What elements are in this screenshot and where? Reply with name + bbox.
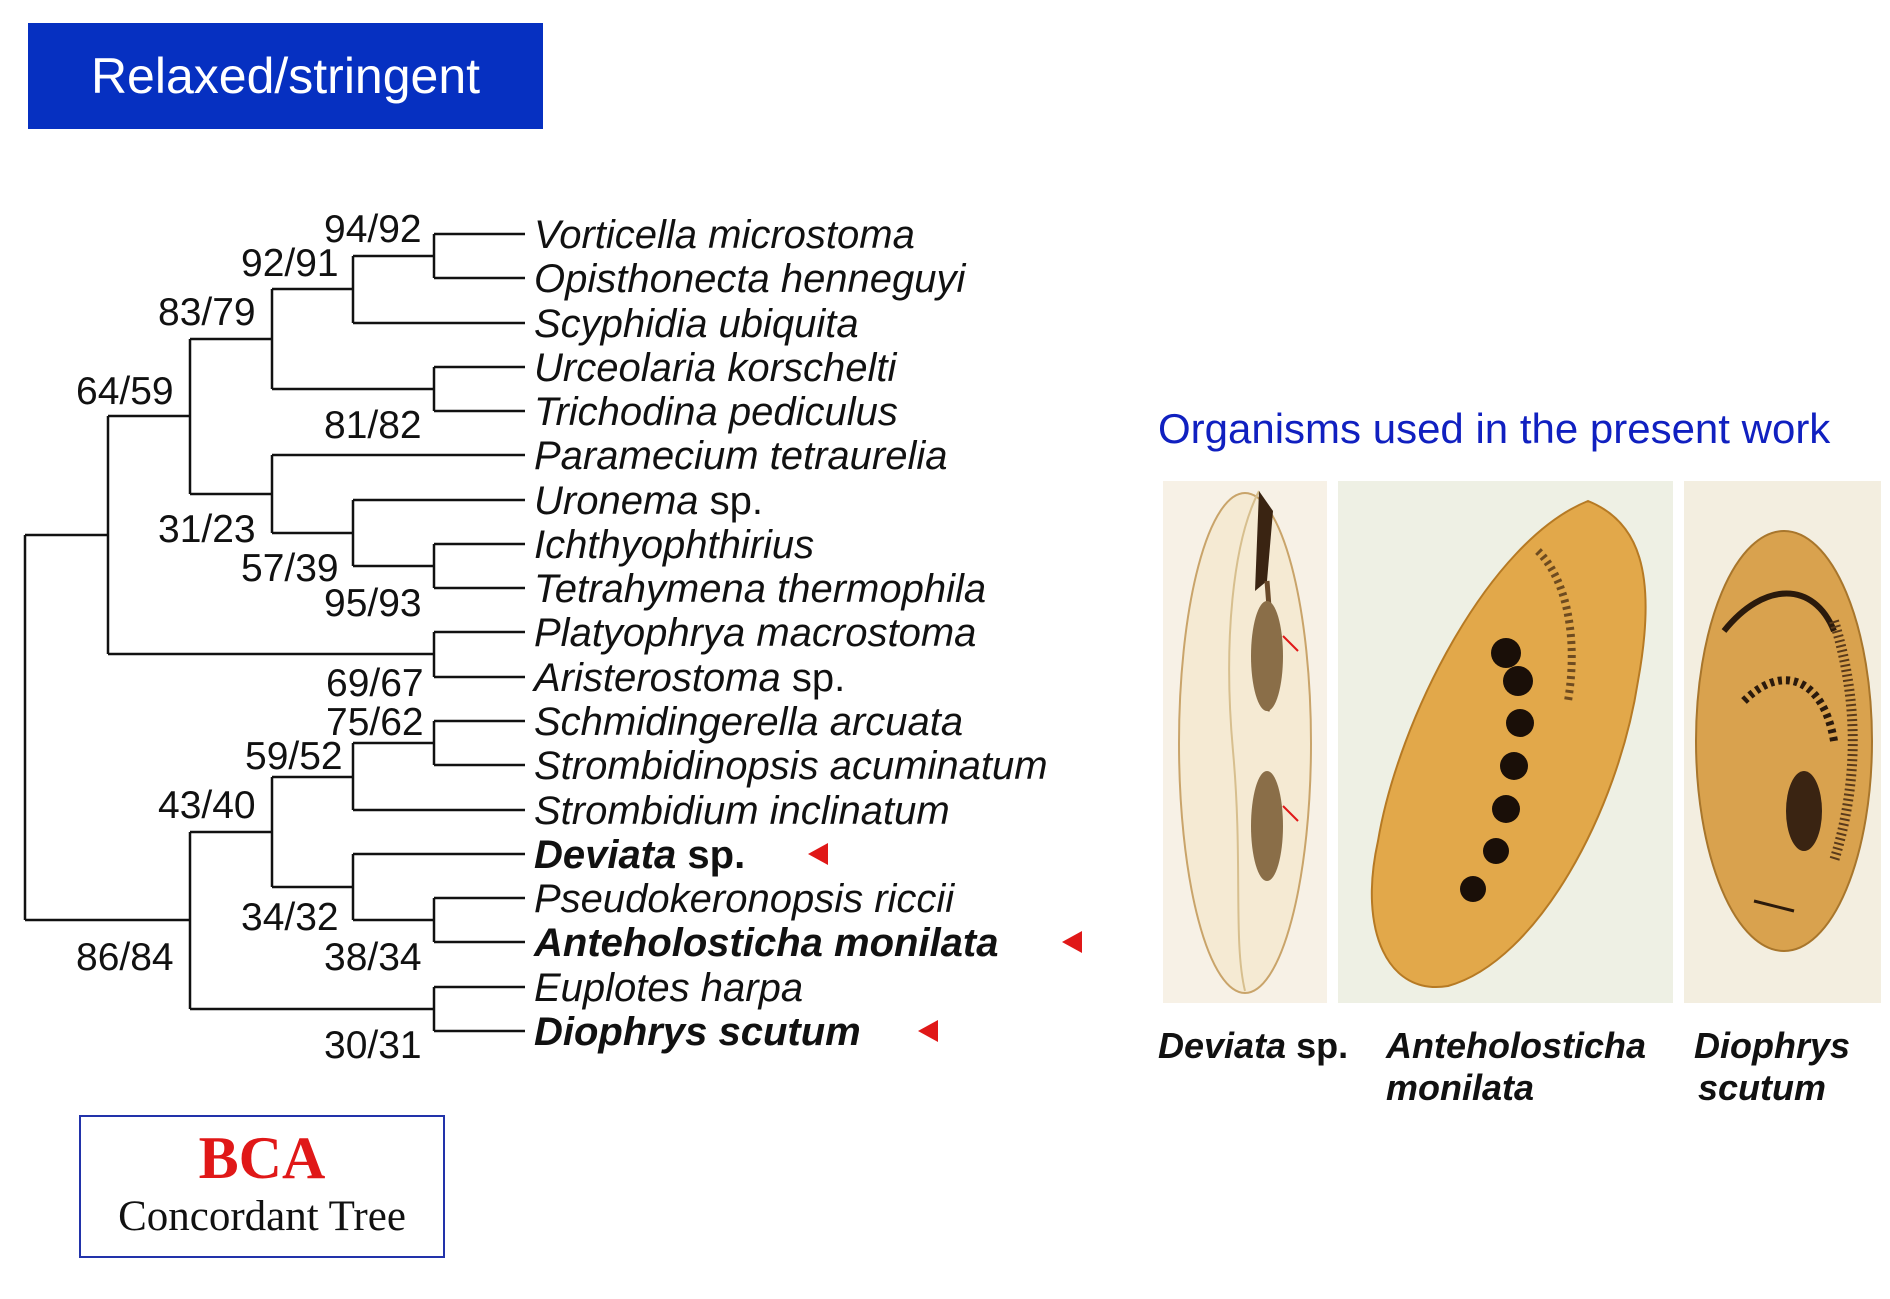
legend-box: BCA Concordant Tree <box>79 1115 445 1258</box>
support-value: 64/59 <box>76 370 174 413</box>
taxon-name: Schmidingerella arcuata <box>534 700 963 744</box>
support-value: 83/79 <box>158 291 256 334</box>
taxon-name: Anteholosticha monilata <box>533 921 999 965</box>
taxon-label: Schmidingerella arcuata <box>534 700 963 744</box>
support-value: 34/32 <box>241 896 339 939</box>
support-value: 75/62 <box>326 701 424 744</box>
support-value: 81/82 <box>324 404 422 447</box>
legend-title: BCA <box>198 1125 326 1191</box>
taxon-label: Platyophrya macrostoma <box>534 611 976 655</box>
caption-genus: Deviata <box>1158 1025 1287 1066</box>
header-banner: Relaxed/stringent <box>28 23 543 129</box>
photo-anteholosticha <box>1338 481 1673 1003</box>
taxon-label: Trichodina pediculus <box>534 390 898 434</box>
taxon-label: Tetrahymena thermophila <box>534 567 986 611</box>
caption-genus: Anteholosticha <box>1386 1025 1647 1066</box>
taxon-label: Aristerostoma sp. <box>532 656 845 700</box>
support-value: 95/93 <box>324 582 422 625</box>
taxon-label: Deviata sp. <box>534 833 745 877</box>
support-value: 59/52 <box>245 735 343 778</box>
taxon-label: Strombidium inclinatum <box>534 789 950 833</box>
taxon-suffix: sp. <box>699 479 763 523</box>
diophrys-illustration <box>1695 530 1873 952</box>
taxon-name: Strombidium inclinatum <box>534 789 950 833</box>
taxon-name: Opisthonecta henneguyi <box>534 257 967 301</box>
taxon-name: Pseudokeronopsis riccii <box>534 877 955 921</box>
support-value: 43/40 <box>158 784 256 827</box>
taxon-label: Pseudokeronopsis riccii <box>534 877 955 921</box>
deviata-illustration <box>1178 490 1312 994</box>
taxon-suffix: sp. <box>781 656 845 700</box>
highlight-marker-icon <box>1062 931 1082 953</box>
header-title: Relaxed/stringent <box>90 48 481 104</box>
support-values: 94/92 92/91 83/79 64/59 81/82 31/23 57/3… <box>76 208 424 1067</box>
support-value: 30/31 <box>324 1024 422 1067</box>
highlight-marker-icon <box>918 1020 938 1042</box>
anteholosticha-illustration <box>1370 499 1647 989</box>
taxon-label: Diophrys scutum <box>534 1010 861 1054</box>
support-value: 92/91 <box>241 242 339 285</box>
taxon-label: Anteholosticha monilata <box>533 921 999 965</box>
support-value: 94/92 <box>324 208 422 251</box>
taxon-label: Euplotes harpa <box>534 966 803 1010</box>
taxon-label: Paramecium tetraurelia <box>534 434 948 478</box>
tree-branches <box>23 232 525 1033</box>
photo-deviata <box>1163 481 1327 1003</box>
taxon-name: Deviata <box>534 833 676 877</box>
taxon-name: Tetrahymena thermophila <box>534 567 986 611</box>
taxon-label: Strombidinopsis acuminatum <box>534 744 1048 788</box>
photo-diophrys <box>1684 481 1881 1003</box>
support-value: 69/67 <box>326 662 424 705</box>
taxon-name: Diophrys scutum <box>534 1010 861 1054</box>
caption-diophrys: Diophrys scutum <box>1694 1025 1850 1109</box>
highlight-marker-icon <box>808 843 828 865</box>
taxon-name: Paramecium tetraurelia <box>534 434 948 478</box>
taxon-suffix: sp. <box>676 833 745 877</box>
taxon-name: Scyphidia ubiquita <box>534 302 859 346</box>
taxon-label: Vorticella microstoma <box>534 213 915 257</box>
taxon-label: Ichthyophthirius <box>534 523 814 567</box>
caption-deviata: Deviata sp. <box>1158 1025 1348 1067</box>
taxon-label: Opisthonecta henneguyi <box>534 257 967 301</box>
taxon-label: Scyphidia ubiquita <box>534 302 859 346</box>
taxon-name: Aristerostoma <box>532 656 781 700</box>
caption-species: scutum <box>1698 1067 1827 1108</box>
organisms-title: Organisms used in the present work <box>1158 405 1831 452</box>
support-value: 31/23 <box>158 508 256 551</box>
legend-subtitle: Concordant Tree <box>118 1193 406 1240</box>
taxon-label: Uronema sp. <box>534 479 763 523</box>
caption-species: monilata <box>1386 1067 1535 1108</box>
taxon-name: Trichodina pediculus <box>534 390 898 434</box>
caption-genus: Diophrys <box>1694 1025 1851 1066</box>
support-value: 38/34 <box>324 936 422 979</box>
taxon-name: Platyophrya macrostoma <box>534 611 976 655</box>
taxon-name: Strombidinopsis acuminatum <box>534 744 1048 788</box>
taxon-name: Vorticella microstoma <box>534 213 915 257</box>
taxon-name: Euplotes harpa <box>534 966 803 1010</box>
caption-rest: sp. <box>1286 1025 1349 1066</box>
taxon-name: Urceolaria korschelti <box>534 346 897 390</box>
support-value: 57/39 <box>241 547 339 590</box>
taxon-name: Ichthyophthirius <box>534 523 814 567</box>
support-value: 86/84 <box>76 936 174 979</box>
taxon-name: Uronema <box>534 479 699 523</box>
caption-anteholosticha: Anteholosticha monilata <box>1386 1025 1646 1109</box>
taxon-label: Urceolaria korschelti <box>534 346 897 390</box>
